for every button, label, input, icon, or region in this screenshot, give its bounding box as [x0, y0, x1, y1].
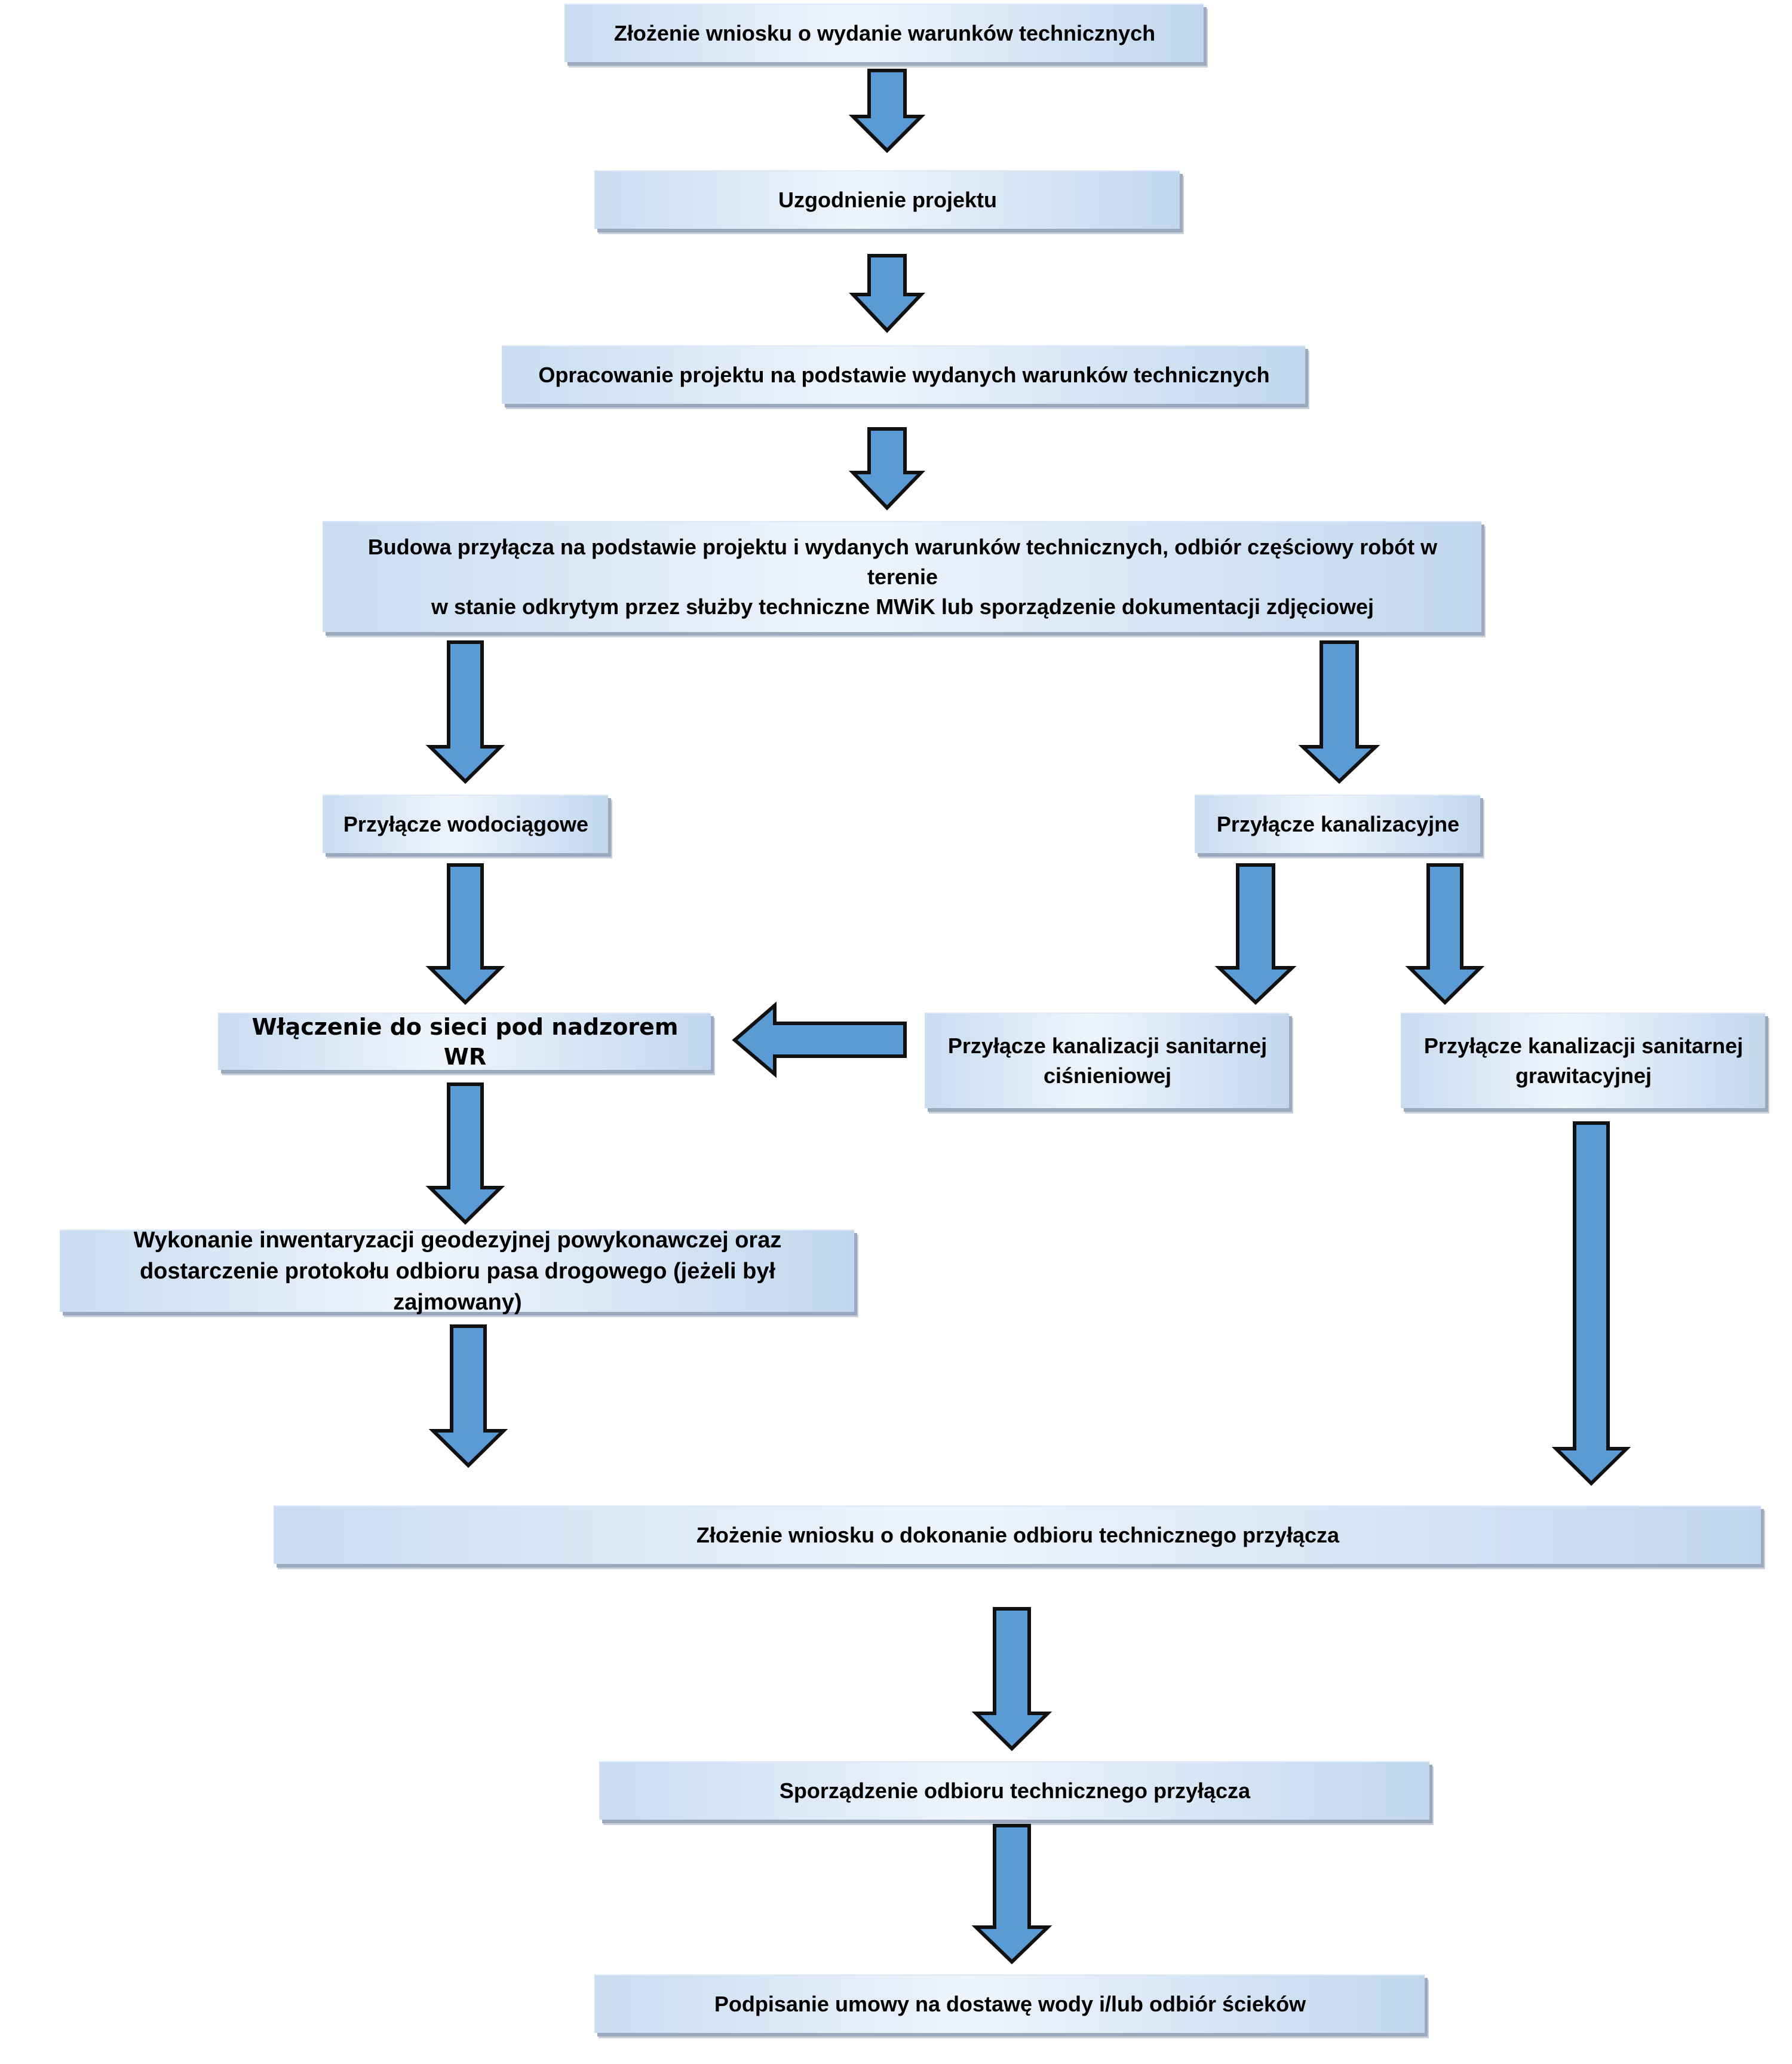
- arrow-left-to-wlaczenie: [732, 1001, 907, 1078]
- step-label: Wykonanie inwentaryzacji geodezyjnej pow…: [133, 1228, 782, 1315]
- step-wniosek-warunki: Złożenie wniosku o wydanie warunków tech…: [564, 4, 1204, 62]
- arrow-down-1: [848, 69, 926, 154]
- arrow-down-to-wlaczenie: [425, 863, 505, 1005]
- arrow-down-to-inwentaryzacja: [425, 1082, 505, 1225]
- step-label: Uzgodnienie projektu: [778, 188, 997, 212]
- arrow-down-long-to-wniosek-odbior: [1551, 1121, 1631, 1486]
- step-label: Sporządzenie odbioru technicznego przyłą…: [779, 1778, 1251, 1803]
- arrow-down-to-wniosek-odbior: [428, 1324, 508, 1468]
- arrow-down-to-cisnieniowa: [1214, 863, 1297, 1005]
- arrow-down-2: [849, 254, 925, 333]
- step-kanalizacja-grawitacyjna: Przyłącze kanalizacji sanitarnej grawita…: [1401, 1013, 1765, 1108]
- step-inwentaryzacja-geodezyjna: Wykonanie inwentaryzacji geodezyjnej pow…: [60, 1228, 854, 1315]
- step-label: Przyłącze wodociągowe: [343, 812, 589, 836]
- arrow-down-to-sporzadzenie: [971, 1607, 1053, 1752]
- arrow-down-to-wodociagowe: [425, 640, 505, 784]
- step-label: Złożenie wniosku o dokonanie odbioru tec…: [696, 1523, 1340, 1547]
- step-label: Włączenie do sieci pod nadzorem WR: [251, 1014, 679, 1070]
- step-budowa-przylacza: Budowa przyłącza na podstawie projektu i…: [323, 521, 1481, 632]
- arrow-down-3: [848, 427, 926, 511]
- step-kanalizacja-cisnieniowa: Przyłącze kanalizacji sanitarnej ciśnien…: [925, 1013, 1289, 1108]
- step-label: Przyłącze kanalizacji sanitarnej ciśnien…: [947, 1033, 1268, 1088]
- step-label: Opracowanie projektu na podstawie wydany…: [538, 363, 1270, 387]
- arrow-down-to-umowa: [971, 1824, 1053, 1965]
- step-label: Budowa przyłącza na podstawie projektu i…: [367, 535, 1438, 619]
- step-label: Złożenie wniosku o wydanie warunków tech…: [613, 21, 1156, 45]
- step-label: Przyłącze kanalizacyjne: [1216, 812, 1460, 836]
- step-przylacze-wodociagowe: Przyłącze wodociągowe: [323, 795, 608, 853]
- step-opracowanie-projektu: Opracowanie projektu na podstawie wydany…: [502, 345, 1305, 404]
- step-podpisanie-umowy: Podpisanie umowy na dostawę wody i/lub o…: [594, 1974, 1425, 2033]
- step-sporzadzenie-odbioru: Sporządzenie odbioru technicznego przyłą…: [599, 1761, 1429, 1820]
- step-wlaczenie-do-sieci: Włączenie do sieci pod nadzorem WR: [218, 1013, 711, 1070]
- step-uzgodnienie-projektu: Uzgodnienie projektu: [594, 170, 1180, 229]
- step-label: Podpisanie umowy na dostawę wody i/lub o…: [714, 1992, 1306, 2016]
- arrow-down-to-kanalizacyjne: [1298, 640, 1380, 784]
- step-przylacze-kanalizacyjne: Przyłącze kanalizacyjne: [1195, 795, 1480, 853]
- step-label: Przyłącze kanalizacji sanitarnej grawita…: [1423, 1033, 1744, 1088]
- arrow-down-to-grawitacyjna: [1405, 863, 1485, 1005]
- step-wniosek-odbior-techniczny: Złożenie wniosku o dokonanie odbioru tec…: [274, 1505, 1761, 1564]
